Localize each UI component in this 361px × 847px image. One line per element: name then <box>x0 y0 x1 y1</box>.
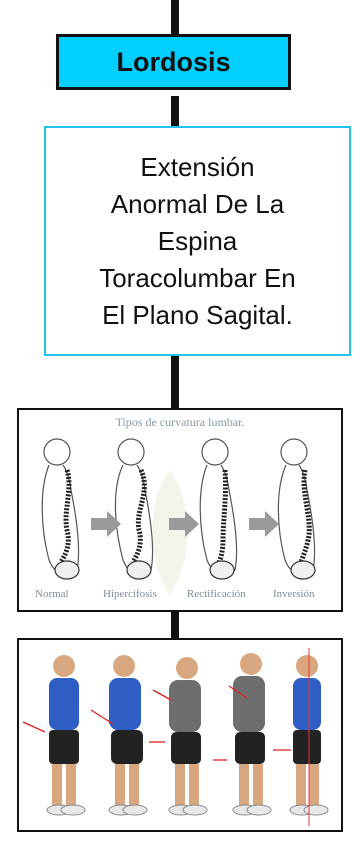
definition-line: Anormal De La <box>110 188 285 219</box>
definition-line: Extensión <box>140 151 255 182</box>
posture-illustration <box>22 648 329 826</box>
posture-photo <box>17 638 343 832</box>
connector-line <box>171 612 179 638</box>
connector-line <box>171 96 179 126</box>
spine-label-rectificacion: Rectificación <box>187 588 246 600</box>
title-box: Lordosis <box>56 34 291 90</box>
spine-label-normal: Normal <box>35 588 69 600</box>
title-text: Lordosis <box>116 46 231 77</box>
spine-illustration <box>41 438 316 595</box>
spine-curvature-image: Tipos de curvatura lumbar. <box>17 408 343 612</box>
spine-label-hipercifosis: Hipercifosis <box>103 588 157 600</box>
connector-line <box>171 0 179 34</box>
definition-box: Extensión Anormal De La Espina Toracolum… <box>44 126 351 356</box>
definition-line: El Plano Sagital. <box>102 299 293 330</box>
spine-label-inversion: Inversión <box>273 588 315 600</box>
definition-text: Extensión Anormal De La Espina Toracolum… <box>99 149 296 334</box>
spine-diagram-heading: Tipos de curvatura lumbar. <box>115 415 245 429</box>
definition-line: Espina <box>157 225 238 256</box>
definition-line: Toracolumbar En <box>99 262 296 293</box>
connector-line <box>171 356 179 408</box>
